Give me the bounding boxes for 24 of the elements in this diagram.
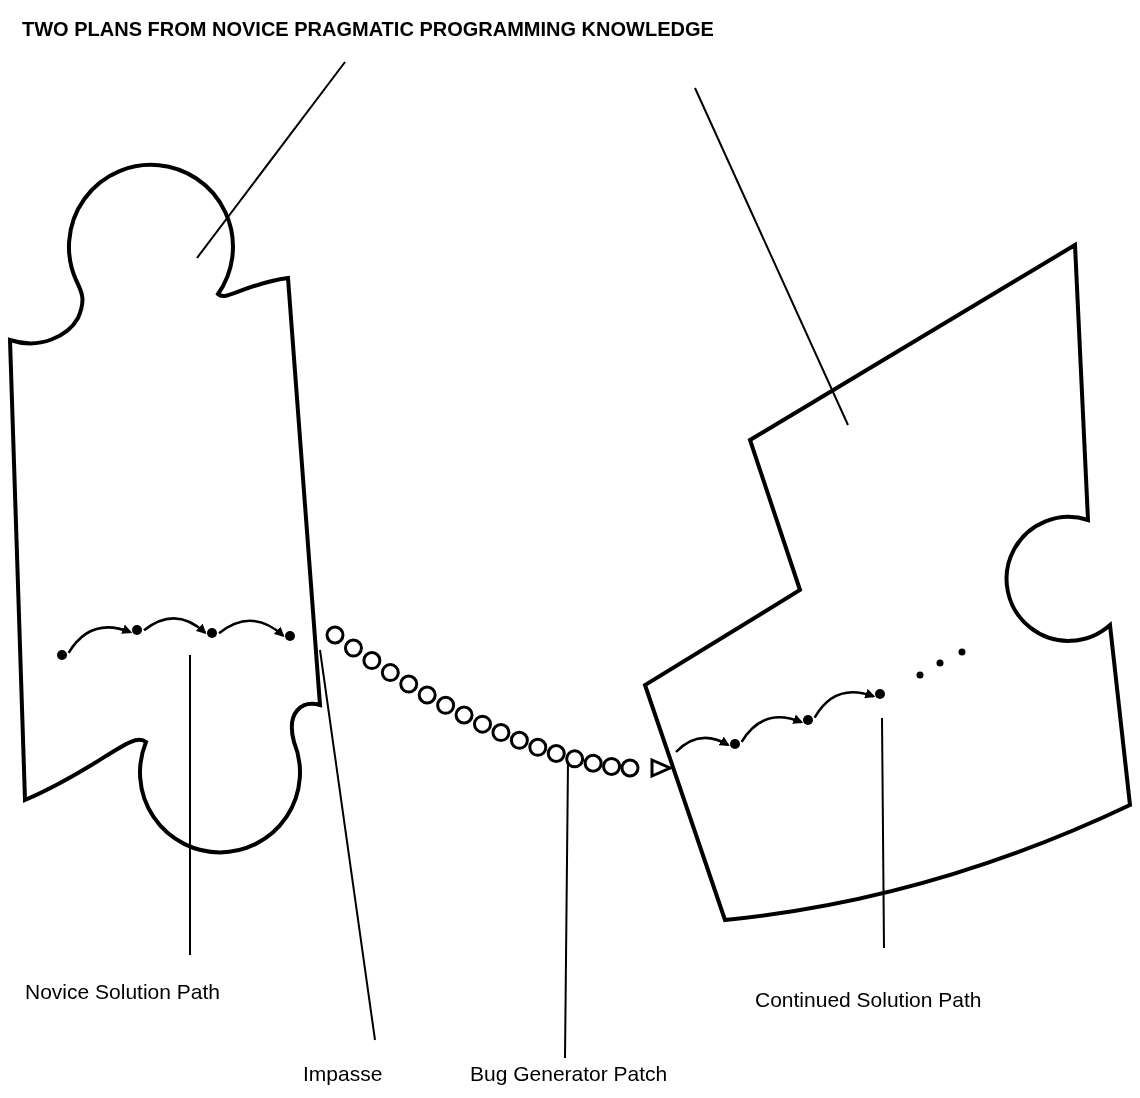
curved-arrow [218, 619, 285, 637]
curved-arrow [143, 617, 207, 634]
leader-line [196, 61, 346, 259]
callout-label: Novice Solution Path [25, 980, 220, 1004]
path-dot [207, 628, 217, 638]
curved-arrow [67, 624, 133, 654]
leader-line [694, 87, 849, 426]
callout-label: Continued Solution Path [755, 988, 982, 1012]
leader-line [189, 654, 191, 956]
heading: TWO PLANS FROM NOVICE PRAGMATIC PROGRAMMING KNOWLEDGE [22, 18, 714, 41]
callout-label: Bug Generator Patch [470, 1062, 668, 1086]
path-dot [803, 715, 813, 725]
curved-arrow [813, 689, 876, 719]
leader-line [881, 717, 885, 949]
path-dot [730, 739, 740, 749]
leader-line [319, 649, 376, 1041]
path-dot [132, 625, 142, 635]
path-dot [875, 689, 885, 699]
callout-label: Impasse [303, 1062, 383, 1086]
leader-line [564, 761, 569, 1059]
curved-arrow [675, 736, 730, 753]
path-dot [57, 650, 67, 660]
curved-arrow [740, 714, 804, 743]
path-dot [285, 631, 295, 641]
